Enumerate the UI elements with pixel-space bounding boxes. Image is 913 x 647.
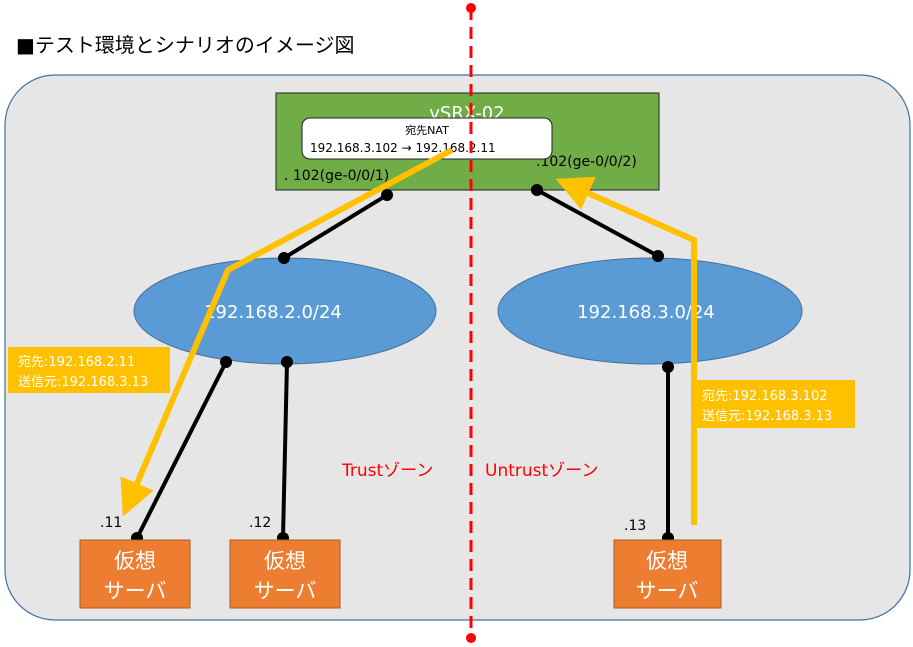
network-untrust-label: 192.168.3.0/24 (577, 302, 715, 323)
link-server-12 (281, 361, 289, 539)
diagram-title: ■テスト環境とシナリオのイメージ図 (16, 33, 355, 57)
network-trust-label: 192.168.2.0/24 (204, 302, 342, 323)
server-13: 仮想 サーバ (613, 539, 722, 609)
packet-label-translated (8, 347, 170, 393)
router-port-trust: . 102(ge-0/0/1) (284, 168, 389, 184)
nat-callout (301, 117, 553, 160)
environment-area (4, 74, 911, 621)
links (135, 188, 670, 539)
nat-rule: 192.168.3.102 → 192.168.2.11 (310, 141, 496, 155)
zone-border-bottom-dot (466, 633, 476, 643)
zone-untrust-label: Untrustゾーン (485, 461, 598, 481)
server-11-addr: .11 (100, 515, 122, 531)
server-12-addr: .12 (249, 515, 271, 531)
zone-trust-label: Trustゾーン (341, 461, 433, 481)
packet-original-src: 送信元:192.168.3.13 (702, 409, 832, 424)
server-12: 仮想 サーバ (229, 539, 341, 609)
packet-label-original (695, 380, 855, 428)
server-12-line1: 仮想 (264, 549, 306, 573)
server-13-line2: サーバ (636, 579, 699, 603)
server-11-line2: サーバ (104, 579, 167, 603)
packet-original-dst: 宛先:192.168.3.102 (702, 389, 828, 404)
flow-arrow-from-server-13 (555, 176, 697, 525)
server-11-line1: 仮想 (114, 549, 156, 573)
network-untrust (497, 257, 803, 365)
router-port-untrust: .102(ge-0/0/2) (536, 154, 637, 170)
zone-border-top-dot (466, 3, 476, 13)
packet-translated-src: 送信元:192.168.3.13 (18, 375, 148, 390)
server-11: 仮想 サーバ (79, 539, 191, 609)
link-router-trust (282, 193, 389, 260)
nat-title: 宛先NAT (405, 123, 449, 137)
server-13-addr: .13 (624, 518, 646, 534)
server-12-line2: サーバ (254, 579, 317, 603)
server-13-line1: 仮想 (646, 549, 688, 573)
packet-translated-dst: 宛先:192.168.2.11 (18, 355, 135, 370)
flow-arrow-to-server-11 (120, 147, 454, 517)
